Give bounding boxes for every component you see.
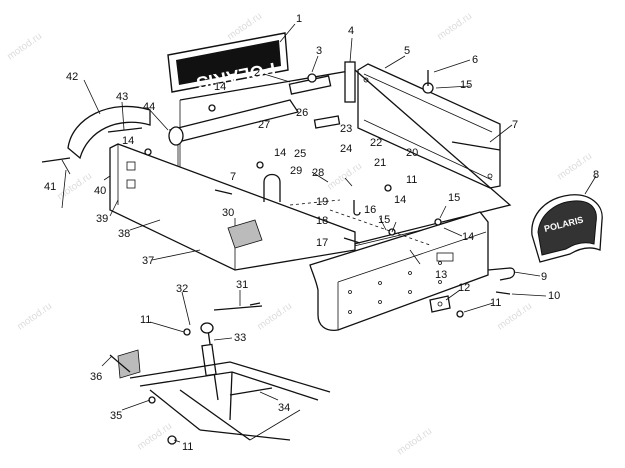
lower-frame: [129, 361, 331, 441]
callout-25: 25: [294, 148, 306, 160]
fender: [67, 105, 151, 160]
callout-23: 23: [340, 123, 352, 135]
callout-21: 21: [374, 157, 386, 169]
callout-12: 12: [458, 282, 470, 294]
callout-28: 28: [312, 167, 324, 179]
callout-44: 44: [143, 101, 155, 113]
tailgate-decal: POLARIS: [531, 194, 603, 263]
callout-1: 1: [296, 13, 302, 25]
callout-24: 24: [340, 143, 352, 155]
callout-8: 8: [593, 169, 599, 181]
watermark: motod.ru: [15, 301, 54, 333]
callout-labels: 1 2 3 4 5 6 7 7 8 9 10 11 11 11 11 12 13…: [44, 13, 599, 453]
callout-29: 29: [290, 165, 302, 177]
callout-37: 37: [142, 255, 154, 267]
callout-40: 40: [94, 185, 106, 197]
callout-16: 16: [364, 204, 376, 216]
callout-9: 9: [541, 271, 547, 283]
side-rail: [109, 143, 356, 271]
front-crossbar: [168, 99, 300, 180]
callout-39: 39: [96, 213, 108, 225]
callout-11-d: 11: [182, 441, 193, 453]
callout-20: 20: [406, 147, 418, 159]
callout-11-b: 11: [490, 297, 501, 309]
callout-38: 38: [118, 228, 130, 240]
callout-13: 13: [435, 269, 447, 281]
callout-15-c: 15: [378, 214, 390, 226]
callout-18: 18: [316, 215, 328, 227]
shock-absorber: [200, 322, 219, 401]
callout-3: 3: [316, 45, 322, 57]
watermark: motod.ru: [5, 31, 44, 63]
watermark: motod.ru: [395, 426, 434, 458]
callout-11-c: 11: [140, 314, 151, 326]
callout-2: 2: [254, 67, 260, 79]
callout-10: 10: [548, 290, 560, 302]
callout-14-e: 14: [462, 231, 474, 243]
fasteners: [41, 61, 511, 445]
callout-43: 43: [116, 91, 128, 103]
callout-17: 17: [316, 237, 328, 249]
watermark: motod.ru: [55, 171, 94, 203]
hatched-pad: [117, 219, 263, 379]
callout-19: 19: [316, 196, 328, 208]
hidden-line: [289, 199, 341, 206]
callout-14-d: 14: [394, 194, 406, 206]
callout-32: 32: [176, 283, 188, 295]
leader-lines: [61, 23, 597, 443]
callout-27: 27: [258, 119, 270, 131]
callout-6: 6: [472, 54, 478, 66]
hook-bracket: [487, 267, 516, 281]
watermark: motod.ru: [135, 421, 174, 453]
callout-22: 22: [370, 137, 382, 149]
callout-26: 26: [296, 107, 308, 119]
callout-30: 30: [222, 207, 234, 219]
callout-33: 33: [234, 332, 246, 344]
watermark: motod.ru: [555, 151, 594, 183]
callout-4: 4: [348, 25, 354, 37]
callout-35: 35: [110, 410, 122, 422]
watermark: motod.ru: [325, 161, 364, 193]
tailgate-box: [309, 211, 489, 331]
callout-42: 42: [66, 71, 78, 83]
callout-5: 5: [404, 45, 410, 57]
plate: [429, 295, 451, 313]
callout-15-b: 15: [448, 192, 460, 204]
callout-41: 41: [44, 181, 56, 193]
watermark: motod.ru: [435, 11, 474, 43]
callout-14-a: 14: [214, 81, 226, 93]
callout-34: 34: [278, 402, 290, 414]
callout-14-c: 14: [274, 147, 286, 159]
callout-31: 31: [236, 279, 248, 291]
callout-7-left: 7: [230, 171, 236, 183]
callout-15-a: 15: [460, 79, 472, 91]
callout-14-b: 14: [122, 135, 134, 147]
callout-7: 7: [512, 119, 518, 131]
callout-36: 36: [90, 371, 102, 383]
callout-11-a: 11: [406, 174, 417, 186]
